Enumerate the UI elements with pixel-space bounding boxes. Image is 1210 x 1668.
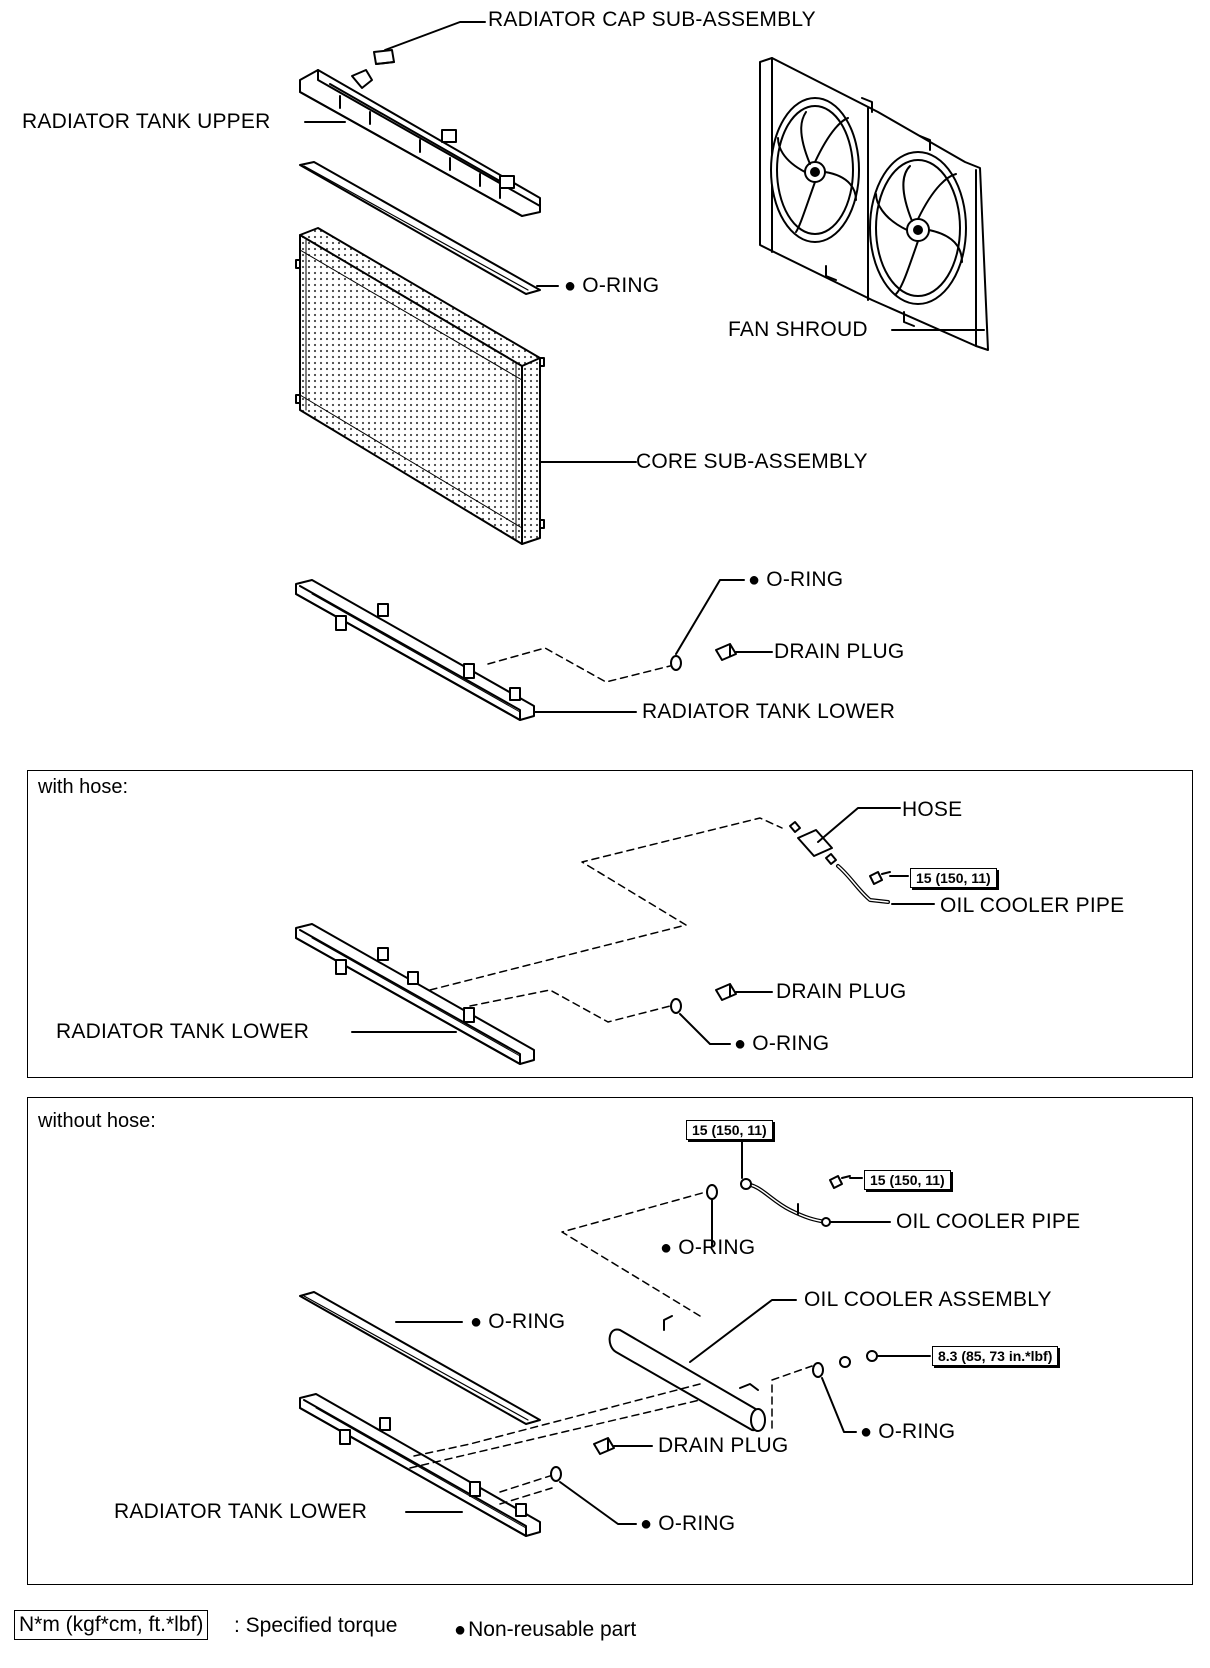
core-sub-assembly-part <box>295 227 545 545</box>
hose-leader <box>817 807 901 843</box>
without-hose-title: without hose: <box>38 1110 156 1132</box>
without-hose-nut-part <box>839 1356 851 1368</box>
with-hose-o-ring-part <box>670 998 682 1014</box>
without-hose-drain-plug-label: DRAIN PLUG <box>658 1434 789 1457</box>
radiator-tank-lower-part <box>295 579 535 721</box>
with-hose-o-ring-label: O-RING <box>734 1032 829 1056</box>
with-hose-o-ring-leader <box>679 1013 731 1045</box>
without-hose-drain-plug-part <box>593 1437 615 1455</box>
without-hose-tank-lower-part <box>299 1393 541 1537</box>
hose-part <box>789 821 837 865</box>
without-hose-o-ring-2-label: O-RING <box>470 1310 565 1334</box>
with-hose-tank-lower-label: RADIATOR TANK LOWER <box>56 1020 310 1043</box>
with-hose-oil-cooler-pipe-label: OIL COOLER PIPE <box>940 894 1125 917</box>
with-hose-dash-lower <box>469 989 671 1023</box>
core-sub-assembly-label: CORE SUB-ASSEMBLY <box>636 450 868 473</box>
without-hose-torque-1-box: 15 (150, 11) <box>686 1120 773 1140</box>
without-hose-o-ring-3-leader <box>821 1377 857 1433</box>
radiator-cap-part <box>373 49 395 65</box>
without-hose-o-ring-4-leader <box>559 1481 637 1525</box>
without-hose-torque-3-box: 8.3 (85, 73 in.*lbf) <box>932 1346 1059 1366</box>
hose-label: HOSE <box>902 798 963 821</box>
oil-cooler-assembly-part <box>608 1315 766 1432</box>
upper-o-ring-label: O-RING <box>564 274 659 298</box>
drain-dash-1 <box>487 647 671 683</box>
legend-torque-desc: : Specified torque <box>234 1614 398 1637</box>
drain-plug-1-label: DRAIN PLUG <box>774 640 905 663</box>
with-hose-torque-box: 15 (150, 11) <box>910 868 997 888</box>
without-hose-bolt-part <box>829 1175 851 1189</box>
with-hose-oil-cooler-pipe-part <box>836 864 891 904</box>
radiator-cap-leader <box>384 21 486 51</box>
upper-o-ring-part <box>299 161 541 295</box>
with-hose-dash-upper <box>429 817 783 991</box>
without-hose-o-ring-3-label: O-RING <box>860 1420 955 1444</box>
radiator-tank-lower-label: RADIATOR TANK LOWER <box>642 700 896 723</box>
without-hose-o-ring-4-part <box>550 1466 562 1482</box>
without-hose-oil-cooler-pipe-part <box>740 1178 831 1227</box>
lower-o-ring-1-label: O-RING <box>748 568 843 592</box>
with-hose-panel <box>27 770 1193 1078</box>
without-hose-dash-3 <box>771 1365 813 1429</box>
with-hose-tank-lower-part <box>295 923 535 1065</box>
without-hose-tank-lower-label: RADIATOR TANK LOWER <box>114 1500 368 1523</box>
fan-shroud-part <box>759 57 989 351</box>
lower-o-ring-1-leader <box>675 579 745 655</box>
without-hose-o-ring-1-label: O-RING <box>660 1236 755 1260</box>
fan-shroud-label: FAN SHROUD <box>728 318 868 341</box>
without-hose-o-ring-3-part <box>812 1362 824 1378</box>
with-hose-drain-plug-part <box>715 983 737 1001</box>
radiator-cap-label: RADIATOR CAP SUB-ASSEMBLY <box>488 8 816 31</box>
radiator-tank-upper-part <box>299 69 541 217</box>
without-hose-gasket-part <box>299 1291 541 1425</box>
without-hose-torque-2-box: 15 (150, 11) <box>864 1170 951 1190</box>
with-hose-title: with hose: <box>38 776 129 798</box>
drain-plug-1-part <box>715 643 737 661</box>
legend-non-reusable: Non-reusable part <box>454 1618 636 1642</box>
without-hose-dash-1 <box>409 1383 701 1469</box>
radiator-tank-upper-label: RADIATOR TANK UPPER <box>22 110 271 133</box>
lower-o-ring-1-part <box>670 655 682 671</box>
oil-cooler-assembly-leader <box>689 1299 797 1363</box>
without-hose-oil-cooler-pipe-label: OIL COOLER PIPE <box>896 1210 1081 1233</box>
oil-cooler-assembly-label: OIL COOLER ASSEMBLY <box>804 1288 1052 1311</box>
without-hose-panel <box>27 1097 1193 1585</box>
without-hose-dash-2 <box>561 1191 707 1317</box>
with-hose-drain-plug-label: DRAIN PLUG <box>776 980 907 1003</box>
without-hose-o-ring-4-label: O-RING <box>640 1512 735 1536</box>
without-hose-dash-4 <box>499 1473 557 1505</box>
legend-torque-unit-box: N*m (kgf*cm, ft.*lbf) <box>14 1610 209 1640</box>
